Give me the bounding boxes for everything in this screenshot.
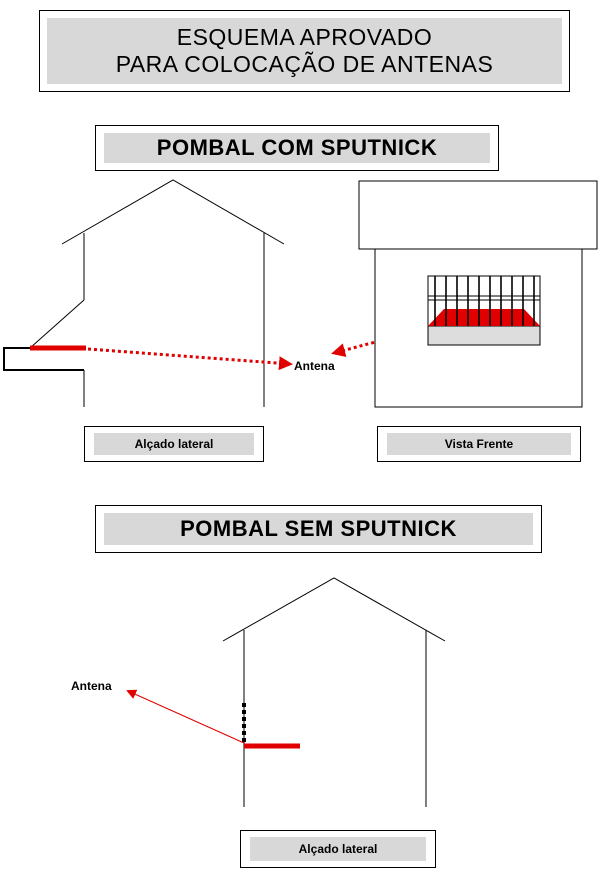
antenna-label-2: Antena: [71, 679, 112, 693]
antenna-label-1: Antena: [294, 359, 335, 373]
sputnick-side-board: [3, 347, 84, 371]
main-title-line1: ESQUEMA APROVADO: [176, 23, 433, 50]
section-with-title: POMBAL COM SPUTNICK: [104, 133, 490, 163]
front-roof: [358, 180, 598, 250]
side-roof-2: [222, 577, 446, 642]
sputnick-base: [427, 325, 541, 346]
section-without-title-box: POMBAL SEM SPUTNICK: [95, 505, 542, 553]
sputnick-front: [427, 275, 541, 346]
caption-side-view-2-box: Alçado lateral: [240, 830, 436, 868]
caption-side-view-2: Alçado lateral: [250, 837, 426, 861]
side-roof: [61, 179, 285, 245]
side-view-house: [29, 179, 285, 407]
main-title-line2: PARA COLOCAÇÃO DE ANTENAS: [115, 51, 494, 77]
caption-front-view-box: Vista Frente: [377, 426, 581, 462]
arrow-to-antenna-2: [126, 689, 245, 744]
side-view-house-2: [222, 577, 446, 807]
caption-front-view: Vista Frente: [387, 433, 571, 455]
section-with-title-box: POMBAL COM SPUTNICK: [95, 125, 499, 171]
caption-side-view-box: Alçado lateral: [84, 426, 264, 462]
arrow-side-to-antenna: [87, 347, 293, 371]
caption-side-view: Alçado lateral: [94, 433, 254, 455]
section-without-title: POMBAL SEM SPUTNICK: [104, 513, 533, 545]
